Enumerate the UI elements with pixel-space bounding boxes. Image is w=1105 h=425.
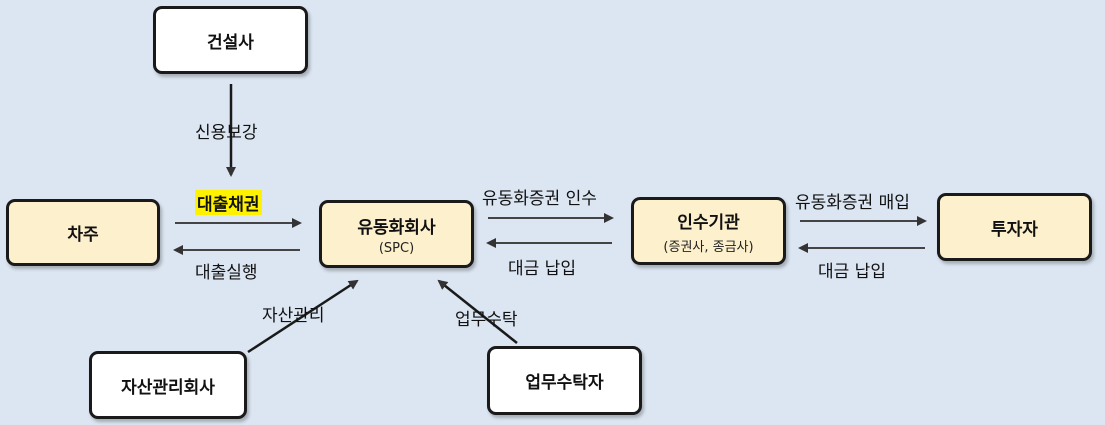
node-underwriter-sub: (증권사, 종금사) — [663, 239, 754, 255]
node-trustee: 업무수탁자 — [487, 346, 642, 415]
node-spc-title: 유동화회사 — [357, 217, 436, 238]
node-builder-title: 건설사 — [207, 32, 254, 53]
label-business-trust: 업무수탁 — [455, 310, 518, 330]
label-loan-execution: 대출실행 — [195, 263, 258, 283]
arrow-business-trust — [437, 279, 518, 344]
node-spc-sub: (SPC) — [378, 240, 415, 256]
node-underwriter-title: 인수기관 — [677, 212, 740, 233]
label-payment-1: 대금 납입 — [508, 259, 576, 279]
node-underwriter: 인수기관 (증권사, 종금사) — [631, 197, 786, 265]
node-spc: 유동화회사 (SPC) — [319, 200, 474, 268]
node-asset-manager-title: 자산관리회사 — [121, 377, 215, 398]
arrow-asset-management — [247, 279, 359, 354]
node-borrower: 차주 — [6, 199, 160, 266]
node-investor-title: 투자자 — [991, 219, 1038, 240]
label-credit-enhancement: 신용보강 — [195, 123, 258, 143]
node-trustee-title: 업무수탁자 — [525, 373, 604, 393]
node-investor: 투자자 — [937, 193, 1092, 261]
label-abs-purchase: 유동화증권 매입 — [795, 193, 910, 213]
label-asset-management: 자산관리 — [262, 306, 325, 326]
label-loan-claim: 대출채권 — [195, 190, 262, 215]
node-builder: 건설사 — [153, 6, 308, 74]
node-borrower-title: 차주 — [67, 225, 99, 245]
label-payment-2: 대금 납입 — [818, 262, 886, 282]
label-abs-underwrite: 유동화증권 인수 — [482, 189, 597, 209]
node-asset-manager: 자산관리회사 — [89, 351, 247, 419]
